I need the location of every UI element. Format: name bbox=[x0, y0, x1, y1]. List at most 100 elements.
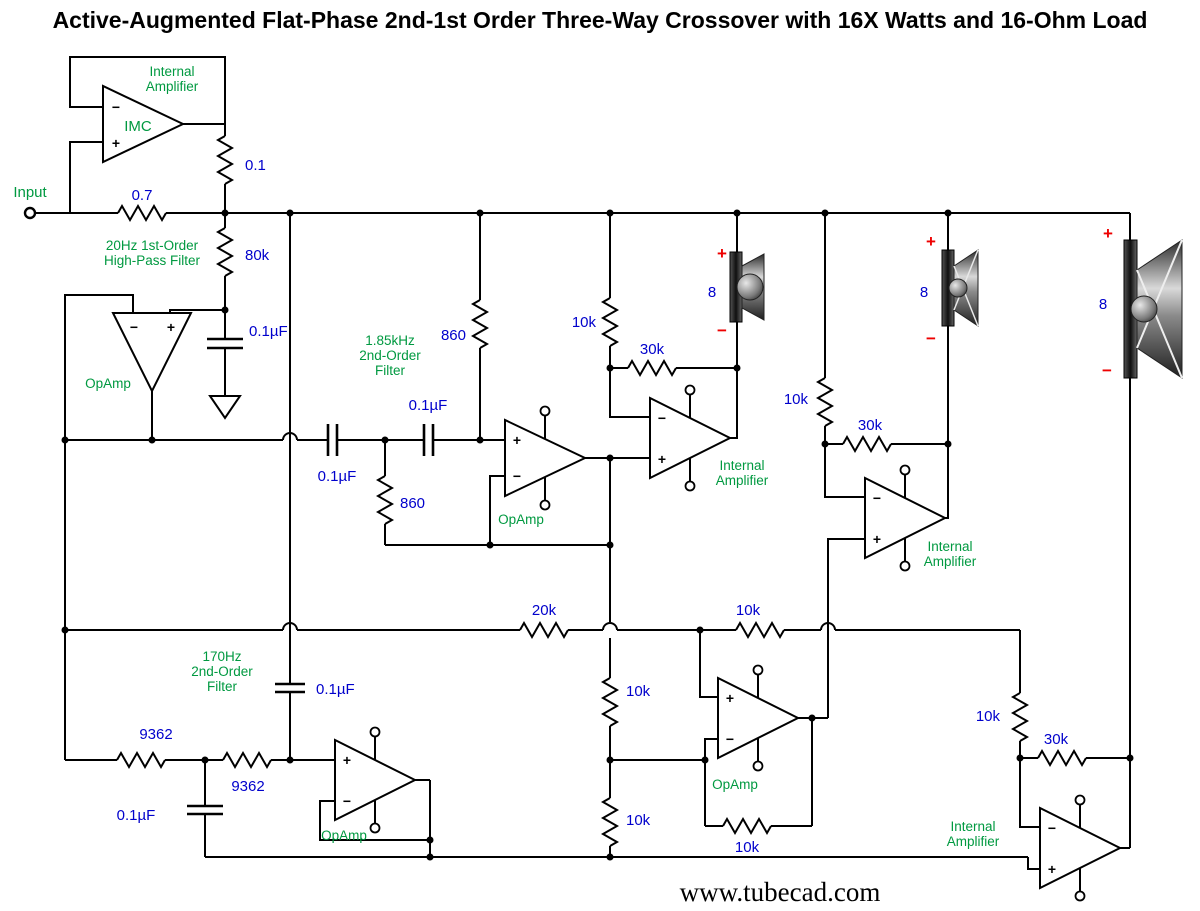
internal-amp-1-triangle bbox=[649, 396, 733, 480]
value-9362-b: 9362 bbox=[231, 778, 264, 795]
resistor-30k-amp1 bbox=[627, 358, 677, 378]
internal-amp-1: − + bbox=[649, 384, 733, 492]
resistor-860-upper bbox=[470, 299, 490, 349]
hp-opamp-triangle bbox=[111, 312, 193, 394]
resistor-9362-b bbox=[222, 750, 272, 770]
junction bbox=[221, 306, 229, 314]
power-pin bbox=[1074, 794, 1086, 806]
wire bbox=[704, 718, 813, 827]
resistor-10k-chain-lower bbox=[600, 797, 620, 847]
junction bbox=[286, 756, 294, 764]
opamp-185: + − bbox=[504, 405, 588, 511]
imc-triangle bbox=[102, 84, 186, 164]
value-9362-a: 9362 bbox=[139, 726, 172, 743]
resistors bbox=[116, 135, 1087, 847]
opamp-185-label: OpAmp bbox=[498, 512, 544, 527]
value-r860-lower: 860 bbox=[400, 495, 425, 512]
internal-amp-3-triangle bbox=[1039, 806, 1123, 890]
amp2-minus-sign: − bbox=[873, 490, 881, 506]
wire bbox=[798, 538, 865, 719]
hp-opamp: − + bbox=[111, 312, 193, 394]
resistor-20k-bus bbox=[519, 620, 569, 640]
amp1-plus-sign: + bbox=[658, 451, 666, 467]
speakers bbox=[729, 239, 1183, 379]
junction bbox=[476, 436, 484, 444]
input-terminal bbox=[23, 206, 37, 220]
amp2-label-2: Amplifier bbox=[924, 554, 977, 569]
junction bbox=[286, 209, 294, 217]
value-r01: 0.1 bbox=[245, 157, 266, 174]
power-pin bbox=[369, 726, 381, 738]
resistor-0.1 bbox=[215, 135, 235, 185]
opamp-mid-label: OpAmp bbox=[712, 777, 758, 792]
wire bbox=[205, 856, 1040, 870]
junction bbox=[476, 209, 484, 217]
wire bbox=[489, 475, 505, 545]
resistor-80k bbox=[215, 227, 235, 277]
imc-internal-amp-label-1: Internal bbox=[149, 64, 194, 79]
junction bbox=[606, 756, 614, 764]
wire bbox=[824, 213, 865, 498]
power-pin bbox=[539, 499, 551, 511]
filter-170-label-1: 170Hz bbox=[202, 649, 241, 664]
junction bbox=[486, 541, 494, 549]
internal-amp-3: − + bbox=[1039, 794, 1123, 902]
junction bbox=[733, 209, 741, 217]
wire bbox=[69, 56, 226, 125]
value-30k-amp1: 30k bbox=[640, 341, 665, 358]
capacitor-170 bbox=[187, 804, 223, 816]
resistor-9362-a bbox=[116, 750, 166, 770]
value-c01-170: 0.1µF bbox=[117, 807, 156, 824]
resistor-10k-amp3 bbox=[1010, 692, 1030, 742]
junction bbox=[606, 209, 614, 217]
value-20k-bus: 20k bbox=[532, 602, 557, 619]
imc-minus-sign: − bbox=[112, 99, 120, 115]
opamp-170-minus-sign: − bbox=[343, 793, 351, 809]
value-c01-185b: 0.1µF bbox=[409, 397, 448, 414]
tweeter-speaker bbox=[729, 251, 765, 323]
speaker-cone-ribs bbox=[1136, 239, 1183, 379]
filter-170-label-3: Filter bbox=[207, 679, 238, 694]
value-30k-amp2: 30k bbox=[858, 417, 883, 434]
hp-minus-sign: − bbox=[130, 319, 138, 335]
hp-plus-sign: + bbox=[167, 319, 175, 335]
opamp-170: + − bbox=[334, 726, 418, 834]
wire bbox=[699, 630, 718, 698]
speaker-dome bbox=[948, 278, 968, 298]
junction bbox=[821, 440, 829, 448]
site-watermark: www.tubecad.com bbox=[680, 877, 881, 907]
opamp-mid: + − bbox=[717, 664, 801, 772]
wire bbox=[64, 294, 134, 760]
filter-185-label-2: 2nd-Order bbox=[359, 348, 421, 363]
woofer-impedance: 8 bbox=[1099, 296, 1107, 313]
value-10k-bus: 10k bbox=[736, 602, 761, 619]
hp-filter-label-1: 20Hz 1st-Order bbox=[106, 238, 199, 253]
value-30k-amp3: 30k bbox=[1044, 731, 1069, 748]
junction bbox=[1016, 754, 1024, 762]
internal-amp-2-triangle bbox=[864, 476, 948, 560]
junction bbox=[821, 209, 829, 217]
capacitor-185-b bbox=[422, 424, 435, 456]
junction bbox=[944, 440, 952, 448]
power-pin bbox=[369, 822, 381, 834]
power-pin bbox=[1074, 890, 1086, 902]
amp3-label-2: Amplifier bbox=[947, 834, 1000, 849]
wire bbox=[1019, 630, 1040, 828]
value-r07: 0.7 bbox=[132, 187, 153, 204]
power-pin bbox=[752, 664, 764, 676]
capacitor-hp bbox=[207, 337, 243, 350]
midrange-impedance: 8 bbox=[920, 284, 928, 301]
hp-filter-label-2: High-Pass Filter bbox=[104, 253, 201, 268]
resistor-0.7 bbox=[117, 203, 167, 223]
junction bbox=[606, 541, 614, 549]
wire bbox=[69, 141, 103, 213]
resistor-10k-feedback-mid bbox=[722, 816, 772, 836]
junction bbox=[606, 454, 614, 462]
amp3-label-1: Internal bbox=[950, 819, 995, 834]
power-pin bbox=[899, 464, 911, 476]
midrange-speaker bbox=[941, 249, 979, 327]
power-pin bbox=[899, 560, 911, 572]
junction bbox=[606, 364, 614, 372]
input-label: Input bbox=[13, 184, 47, 201]
